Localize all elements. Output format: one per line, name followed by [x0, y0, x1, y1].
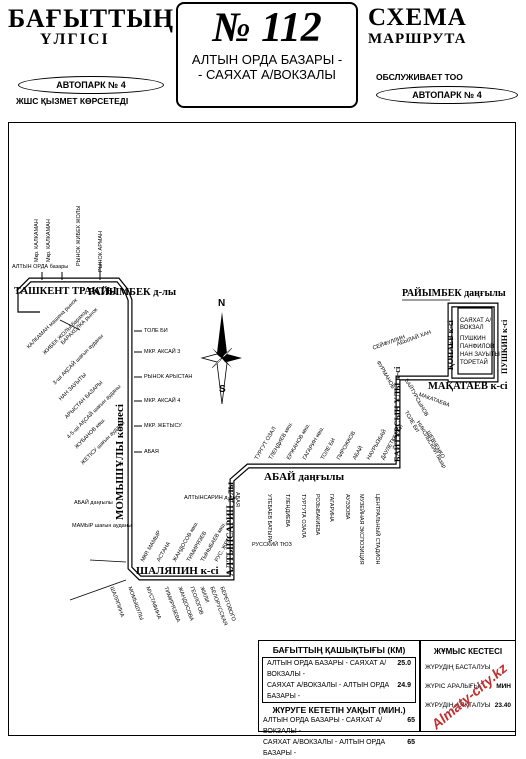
stop-alt-0: АЛТЫНСАРИН д-лы: [184, 495, 237, 501]
street-makataev: МАҚАТАЕВ к-сі: [428, 381, 508, 392]
stop-abs-1: ТЛЕНДИЕВА: [284, 494, 290, 527]
stop-term-1: ПУШКИН: [460, 336, 486, 342]
stop-arystan: РЫНОК АРЫСТАН: [144, 374, 193, 380]
right-depot-oval: АВТОПАРК № 4: [376, 86, 518, 104]
compass-north-label: N: [218, 298, 226, 309]
stop-abs-2: ТУРГУТА ОЗАЛА: [300, 494, 306, 539]
compass-south-label: S: [219, 384, 226, 395]
street-shalyapin: ШАЛЯПИН к-сі: [136, 565, 219, 577]
stop-term-2: ПАНФИЛОВ: [460, 344, 495, 350]
street-raiymbek-left: РАЙЫМБЕК д-лы: [88, 287, 177, 298]
street-abai: АБАЙ даңғылы: [264, 471, 345, 483]
street-tashkent: ТАШКЕНТ ТРАКТЫ: [14, 286, 117, 297]
compass-rose-icon: [200, 312, 242, 405]
stop-zhetysu: МКР. ЖЕТЫСУ: [144, 423, 182, 429]
route-map: [16, 262, 499, 601]
route-from: АЛТЫН ОРДА БАЗАРЫ -: [191, 52, 343, 67]
right-service-text: ОБСЛУЖИВАЕТ ТОО: [376, 72, 463, 82]
stop-abs-6: МУЗЕЙНАЯ ЭКСПОЗИЦИЯ: [358, 494, 364, 565]
header-left-title: БАҒЫТТЫҢ: [8, 4, 175, 33]
stop-term-0: САЯХАТ А/ВОКЗАЛ: [460, 318, 492, 331]
route-to: - САЯХАТ А/ВОКЗАЛЫ: [198, 67, 336, 82]
stop-abaya: АБАЯ: [144, 449, 159, 455]
stop-tole-bi: ТОЛЕ БИ: [144, 328, 168, 334]
time-row: АЛТЫН ОРДА БАЗАРЫ - САЯХАТ А/ВОКЗАЛЫ -65: [263, 717, 415, 735]
schedule-panel: ЖҰМЫС КЕСТЕСІ ЖҮРУДІҢ БАСТАЛУЫ ЖҮРІС АРА…: [420, 640, 516, 732]
schedule-title: ЖҰМЫС КЕСТЕСІ: [433, 647, 503, 656]
stop-arman: РЫНОК АРМАН: [98, 230, 104, 272]
route-number: № 112: [212, 5, 322, 51]
time-row: САЯХАТ А/ВОКЗАЛЫ - АЛТЫН ОРДА БАЗАРЫ -65: [263, 739, 415, 757]
stop-abs-4: ГАГАРИНА: [328, 494, 334, 522]
stop-term-3: НАН ЗАУЫТЫ: [460, 352, 500, 358]
header-left-subtitle: ҮЛГІСІ: [40, 31, 110, 48]
stop-kalkaman-1: Мкр. КАЛКАМАН: [34, 219, 40, 262]
street-pushkin: ПУШКИН к-сі: [500, 319, 509, 374]
stop-left-9: АБАЙ даңғылы: [74, 500, 113, 506]
header-right-title: СХЕМА: [368, 4, 467, 31]
header-right-subtitle: МАРШРУТА: [368, 31, 467, 47]
stop-aksai-4: МКР. АКСАЙ 4: [144, 398, 181, 404]
street-baitursynuly: БАЙТҰРСЫН ҰЛЫ к-сі: [392, 366, 402, 462]
distance-row: САЯХАТ А/ВОКЗАЛЫ - АЛТЫН ОРДА БАЗАРЫ -24…: [267, 682, 411, 700]
stop-alt-1: АБАЯ: [234, 492, 240, 507]
stop-aksai-3: МКР. АКСАЙ 3: [144, 349, 181, 355]
street-konaev: ҚОНАЕВ к-сі: [446, 320, 455, 370]
route-line-inner: [17, 278, 498, 580]
stop-abs-5: АУЭЗОВА: [344, 494, 350, 520]
map-frame: [8, 122, 516, 736]
distance-time-panel: БАҒЫТТЫҢ ҚАШЫҚТЫҒЫ (КМ) АЛТЫН ОРДА БАЗАР…: [258, 640, 420, 757]
left-depot-oval: АВТОПАРК № 4: [18, 76, 164, 94]
route-title-box: № 112 АЛТЫН ОРДА БАЗАРЫ - - САЯХАТ А/ВОК…: [176, 2, 358, 108]
stop-alt-2: РУССКИЙ ТЮЗ: [252, 542, 292, 548]
stop-abs-0: УТЕБАЕВ БАТЫРА: [266, 494, 272, 543]
schedule-row: ЖҮРУДІҢ БАСТАЛУЫ: [425, 664, 491, 671]
stop-term-4: ТОРЕТАЙ: [460, 360, 488, 366]
left-service-text: ЖШС ҚЫЗМЕТ КӨРСЕТЕДІ: [16, 96, 129, 106]
distance-title: БАҒЫТТЫҢ ҚАШЫҚТЫҒЫ (КМ): [272, 645, 406, 655]
distance-row: АЛТЫН ОРДА БАЗАРЫ - САЯХАТ А/ВОКЗАЛЫ -25…: [267, 660, 411, 678]
stop-kalkaman-2: Мкр. КАЛКАМАН: [46, 219, 52, 262]
street-raiymbek-right: РАЙЫМБЕК даңғылы: [402, 288, 506, 299]
stop-abs-3: РОЗЫБАКИЕВА: [314, 494, 320, 536]
time-title: ЖҮРУГЕ КЕТЕТІН УАҚЫТ (МИН.): [272, 705, 406, 715]
stop-abs-7: ЦЕНТРАЛЬНЫЙ СТАДИОН: [374, 494, 380, 565]
stop-zhibek-zholy: РЫНОК ЖИБЕК ЖОЛЫ: [76, 205, 82, 266]
stop-left-10: МАМЫР шағын ауданы: [72, 523, 132, 529]
stop-altyn-orda: АЛТЫН ОРДА базары: [12, 264, 69, 270]
